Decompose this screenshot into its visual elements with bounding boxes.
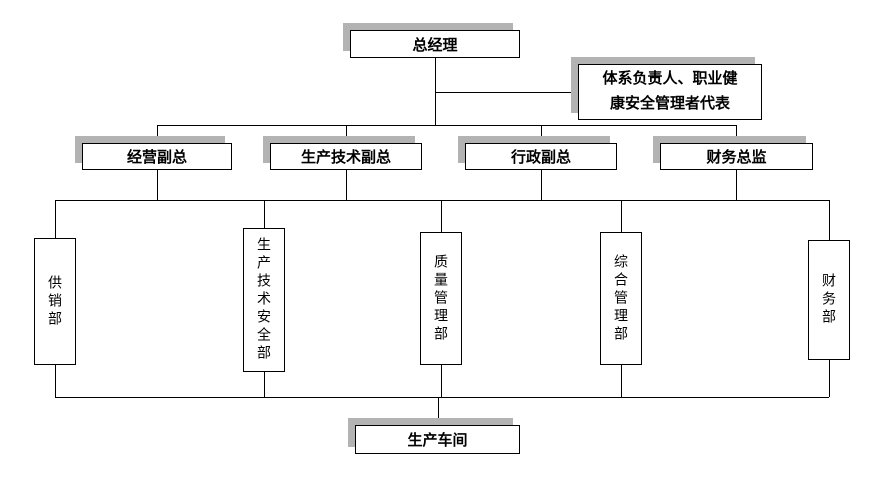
node-vp-operations: 经营副总 (82, 143, 232, 170)
connector-dept4-bottom (621, 365, 622, 397)
node-production-workshop: 生产车间 (355, 425, 520, 454)
node-system-representative-label: 体系负责人、职业健 康安全管理者代表 (602, 70, 738, 112)
connector-workshop-up (438, 397, 439, 425)
connector-dept2-drop (264, 200, 265, 228)
node-general-management-dept-label: 综合管理部 (613, 253, 629, 344)
node-production-workshop-label: 生产车间 (407, 432, 468, 449)
connector-gm-to-rep (435, 92, 578, 93)
node-vp-production-tech: 生产技术副总 (270, 143, 422, 170)
node-finance-director-label: 财务总监 (706, 149, 767, 166)
connector-dept4-drop (621, 200, 622, 232)
node-vp-production-tech-label: 生产技术副总 (300, 149, 391, 166)
connector-stub-vp3 (541, 125, 542, 143)
node-general-manager-label: 总经理 (412, 36, 458, 54)
connector-level2-bus (157, 125, 737, 126)
node-general-manager: 总经理 (350, 30, 520, 58)
node-finance-dept-label: 财务部 (821, 273, 837, 327)
connector-dept3-bottom (441, 365, 442, 397)
connector-bottom-bus (55, 397, 829, 398)
connector-vp2-down (346, 169, 347, 200)
connector-stub-vp2 (346, 125, 347, 143)
connector-dept3-drop (441, 200, 442, 232)
node-supply-marketing-dept-label: 供销部 (47, 274, 63, 329)
connector-dept5-bottom (829, 360, 830, 397)
node-finance-dept: 财务部 (808, 240, 850, 360)
node-quality-management-dept-label: 质量管理部 (433, 253, 449, 344)
node-production-tech-safety-dept: 生产技术安全部 (243, 228, 285, 372)
connector-vp1-down (157, 169, 158, 200)
connector-stub-vp4 (736, 125, 737, 143)
connector-level3-bus (55, 200, 829, 201)
node-vp-administration: 行政副总 (465, 143, 617, 170)
node-system-representative: 体系负责人、职业健 康安全管理者代表 (578, 64, 762, 120)
connector-gm-down (435, 58, 436, 125)
node-vp-administration-label: 行政副总 (510, 149, 571, 166)
node-general-management-dept: 综合管理部 (600, 232, 642, 365)
node-quality-management-dept: 质量管理部 (420, 232, 462, 365)
connector-dept2-bottom (264, 372, 265, 397)
node-production-tech-safety-dept-label: 生产技术安全部 (256, 237, 272, 363)
connector-dept1-bottom (55, 365, 56, 397)
node-vp-operations-label: 经营副总 (126, 149, 187, 166)
node-finance-director: 财务总监 (660, 143, 813, 170)
connector-dept1-drop (55, 200, 56, 238)
node-supply-marketing-dept: 供销部 (34, 238, 76, 365)
connector-stub-vp1 (157, 125, 158, 143)
connector-dept5-drop (829, 200, 830, 240)
connector-vp4-down (736, 169, 737, 200)
connector-vp3-down (541, 169, 542, 200)
